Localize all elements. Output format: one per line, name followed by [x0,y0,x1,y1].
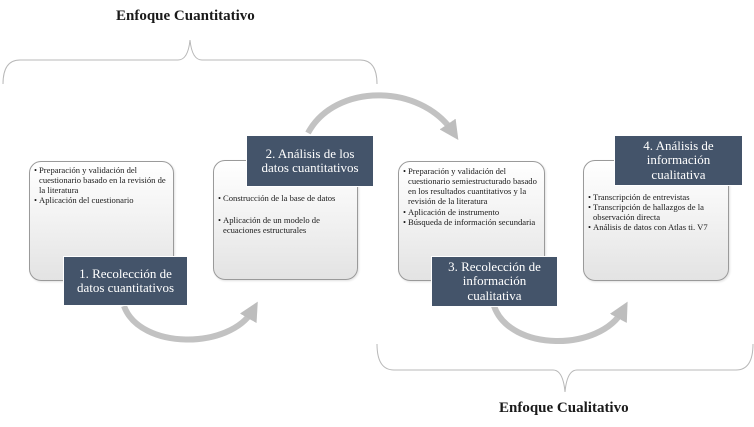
step-3-item: Preparación y validación del cuestionari… [403,166,538,207]
step-2-item-list: Construcción de la base de datos Aplicac… [214,161,357,235]
quantitative-approach-title: Enfoque Cuantitativo [116,8,255,24]
step-3-item: Aplicación de instrumento [403,207,538,217]
step-3-label: 3. Recolección de información cualitativ… [431,256,558,307]
step-2-item: Construcción de la base de datos [218,193,351,203]
arrow-step2-to-step3 [305,92,459,140]
step-4-item: Transcripción de entrevistas [588,192,722,202]
arrow-step3-to-step4 [491,301,628,344]
step-1-label: 1. Recolección de datos cuantitativos [63,256,188,306]
step-3-item-list: Preparación y validación del cuestionari… [399,162,544,227]
qualitative-brace [376,343,754,393]
step-3-item: Búsqueda de información secundaria [403,217,538,227]
step-1-item: Aplicación del cuestionario [34,195,167,205]
step-4-label: 4. Análisis de información cualitativa [614,135,743,186]
step-2-item: Aplicación de un modelo de ecuaciones es… [218,215,351,235]
step-4-item: Análisis de datos con Atlas ti. V7 [588,222,722,232]
step-4-item: Transcripción de hallazgos de la observa… [588,202,722,222]
quantitative-brace [2,39,378,85]
qualitative-approach-title: Enfoque Cualitativo [499,400,629,416]
step-1-item-list: Preparación y validación del cuestionari… [30,162,173,206]
arrow-step1-to-step2 [121,301,258,343]
step-4-item-list: Transcripción de entrevistas Transcripci… [584,161,728,233]
step-1-item: Preparación y validación del cuestionari… [34,165,167,195]
step-2-label: 2. Análisis de los datos cuantitativos [246,135,374,187]
